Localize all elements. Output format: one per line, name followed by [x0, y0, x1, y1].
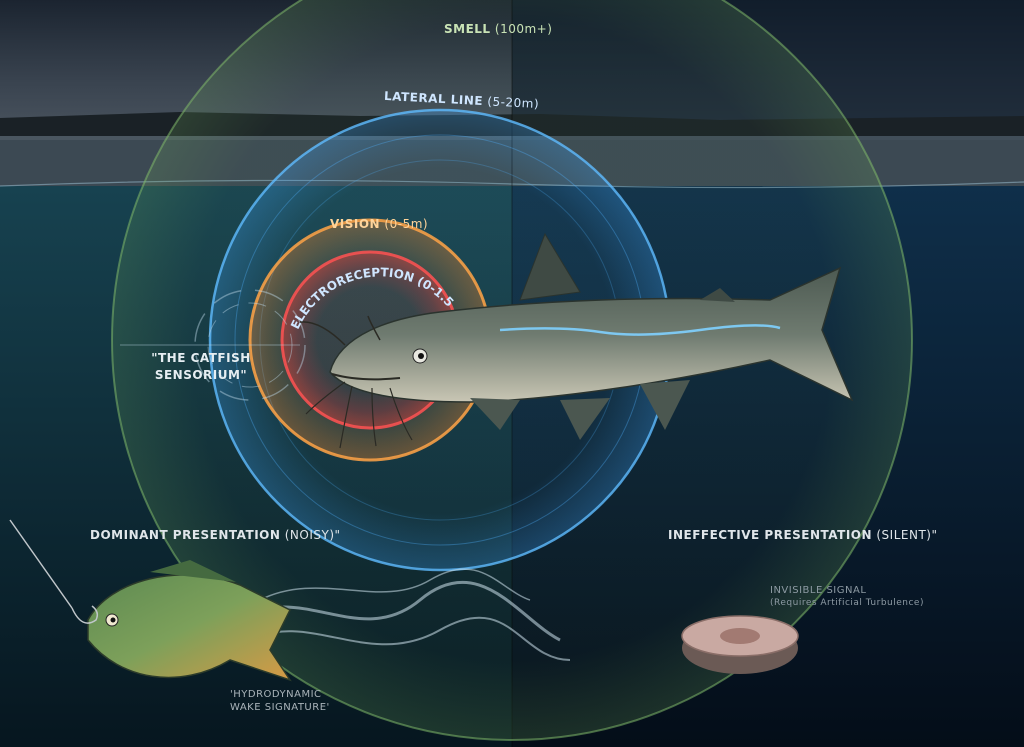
bluegill-illustration [87, 560, 292, 682]
invisible-signal-caption: INVISIBLE SIGNAL (Requires Artificial Tu… [770, 585, 924, 608]
vision-range-label: VISION (0-5m) [330, 217, 429, 231]
dominant-presentation-heading: DOMINANT PRESENTATION (NOISY)" [90, 528, 341, 542]
cut-bait-illustration [681, 615, 799, 674]
sonar-rings-icon [120, 289, 306, 401]
hydrodynamic-wake [239, 568, 571, 661]
wake-signature-caption: 'HYDRODYNAMIC WAKE SIGNATURE' [230, 689, 330, 713]
catfish-sensorium-label: "THE CATFISH SENSORIUM" [151, 351, 251, 382]
catfish-illustration [299, 232, 854, 449]
ineffective-presentation-heading: INEFFECTIVE PRESENTATION (SILENT)" [668, 528, 938, 542]
smell-range-label: SMELL (100m+) [444, 22, 553, 36]
lateral-line-signal [499, 324, 781, 336]
hook-icon [9, 519, 99, 624]
